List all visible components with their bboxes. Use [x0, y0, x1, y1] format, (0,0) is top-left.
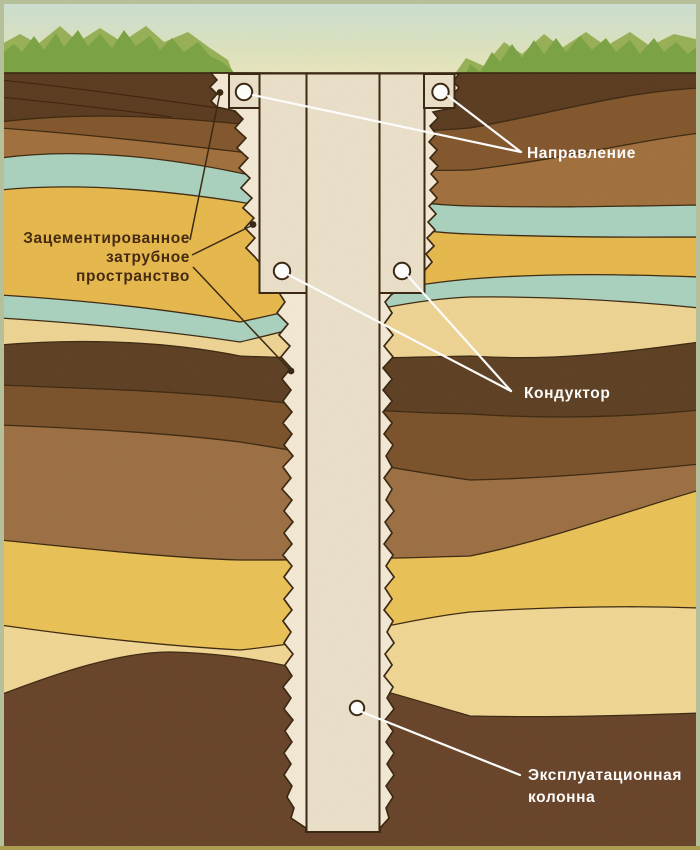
frame: [0, 0, 700, 850]
paper-grain-overlay: [0, 0, 700, 850]
well-diagram-canvas: Направление Зацементированное затрубное …: [0, 0, 700, 850]
well-diagram: Направление Зацементированное затрубное …: [0, 0, 700, 850]
